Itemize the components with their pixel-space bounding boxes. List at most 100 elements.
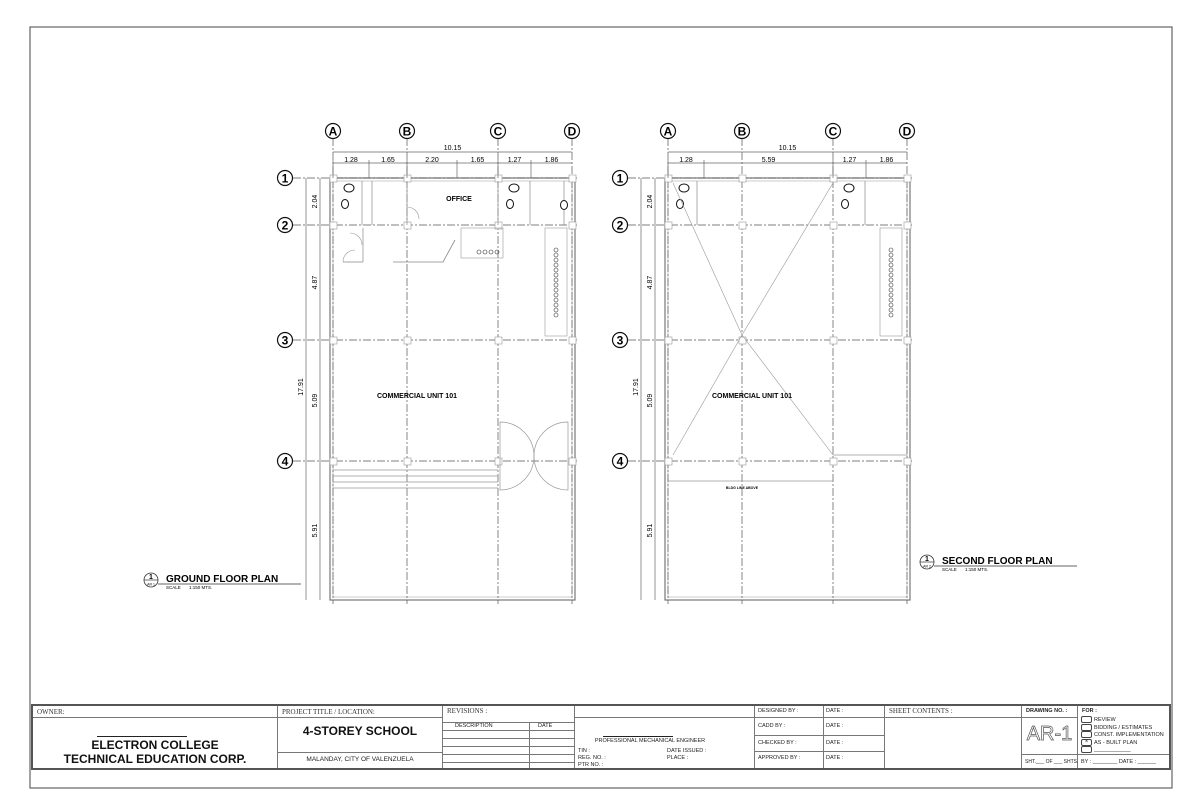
stair-tread-marker [888, 302, 894, 308]
column-marker [494, 336, 503, 345]
grid-bubble-A [659, 122, 677, 140]
stair-tread-marker [888, 307, 894, 313]
exterior-wall [664, 177, 911, 601]
stair-tread-marker [553, 312, 559, 318]
stair-tread-marker [553, 247, 559, 253]
stair-tread-marker [888, 262, 894, 268]
segment-depth-dim: 4.87 [647, 276, 654, 290]
grid-label: C [494, 125, 503, 139]
for-option-label: AS - BUILT PLAN [1094, 739, 1138, 746]
view-sheet-ref: AR 2 [923, 565, 931, 569]
grid-bubble-B [398, 122, 416, 140]
checkbox-icon[interactable] [1081, 731, 1092, 739]
grid-bubble-1 [276, 169, 294, 187]
sheet-contents-label: SHEET CONTENTS : [889, 707, 953, 715]
engineer-title: PROFESSIONAL MECHANICAL ENGINEER [594, 738, 706, 744]
project-location: MALANDAY, CITY OF VALENZUELA [306, 756, 414, 763]
checkbox-icon[interactable] [1081, 746, 1092, 754]
column-marker [568, 336, 577, 345]
designed-date-field: DATE : [826, 708, 844, 714]
stair-tread-marker [888, 252, 894, 258]
stair-tread-marker [888, 297, 894, 303]
stair-tread-marker [888, 267, 894, 273]
stair-tread-marker [553, 287, 559, 293]
segment-depth-dim: 2.04 [312, 195, 319, 209]
for-option[interactable]: ×AS - BUILT PLAN [1081, 738, 1164, 747]
segment-depth-dim: 2.04 [647, 195, 654, 209]
grid-bubble-D [898, 122, 916, 140]
grid-label: 1 [617, 172, 624, 186]
column-marker [829, 174, 838, 183]
segment-depth-dim: 5.91 [312, 524, 319, 538]
stair-tread-marker [888, 257, 894, 263]
segment-width-dim: 1.28 [679, 157, 693, 164]
stair-tread-marker [553, 267, 559, 273]
for-option[interactable]: CONST. IMPLEMENTATION [1081, 731, 1164, 739]
place-field: PLACE : [667, 755, 689, 761]
grid-label: C [829, 125, 838, 139]
revisions-label: REVISIONS : [447, 707, 488, 715]
sheet-of-field: SHT.___ OF ___ SHTS. [1025, 759, 1079, 765]
checked-box-icon[interactable]: × [1081, 738, 1092, 746]
entrance-door-swing [533, 421, 569, 491]
partition-wall [393, 239, 456, 263]
plan-title: SECOND FLOOR PLAN [942, 556, 1053, 567]
stair-outline [879, 227, 903, 337]
segment-width-dim: 1.28 [344, 157, 358, 164]
cadd-by-field: CADD BY : [758, 723, 786, 729]
rev-description-header: DESCRIPTION [455, 723, 493, 729]
column-marker [494, 174, 503, 183]
date-issued-field: DATE ISSUED : [667, 748, 707, 754]
room-label-unit: COMMERCIAL UNIT 101 [377, 393, 457, 400]
for-option[interactable]: ____________ [1081, 746, 1164, 754]
entrance-door-swing [499, 421, 535, 491]
grid-label: 2 [282, 219, 289, 233]
stair-tread-marker [553, 252, 559, 258]
door-swing [349, 232, 363, 246]
stair-tread-marker [476, 249, 482, 255]
title-block: OWNER: ELECTRON COLLEGE TECHNICAL EDUCAT… [31, 704, 1171, 770]
owner-cell: OWNER: ELECTRON COLLEGE TECHNICAL EDUCAT… [33, 706, 278, 768]
grid-bubble-D [563, 122, 581, 140]
segment-depth-dim: 5.09 [647, 394, 654, 408]
column-marker [568, 174, 577, 183]
by-date-field: BY : ________ DATE : ______ [1081, 759, 1157, 765]
checkbox-icon[interactable] [1081, 723, 1092, 731]
cadd-date-field: DATE : [826, 723, 844, 729]
stair-tread-marker [553, 257, 559, 263]
approved-date-field: DATE : [826, 755, 844, 761]
stair-tread-marker [888, 247, 894, 253]
for-option-label: ____________ [1094, 747, 1131, 754]
grid-label: D [903, 125, 912, 139]
grid-bubble-2 [611, 216, 629, 234]
for-option[interactable]: REVIEW [1081, 716, 1164, 724]
sheet-border [29, 26, 1173, 789]
stair-outline [544, 227, 568, 337]
grid-label: B [403, 125, 412, 139]
column-marker [329, 174, 338, 183]
scale-value: 1:150 MTS. [965, 567, 988, 572]
lavatory-icon [841, 199, 849, 209]
stair-tread-marker [553, 297, 559, 303]
grid-bubble-3 [611, 331, 629, 349]
rev-date-header: DATE [538, 723, 553, 729]
for-label: FOR : [1082, 708, 1097, 714]
segment-width-dim: 1.86 [880, 157, 894, 164]
owner-name-line1: ELECTRON COLLEGE [91, 738, 219, 752]
checkbox-icon[interactable] [1081, 716, 1092, 723]
project-label: PROJECT TITLE / LOCATION: [282, 708, 375, 716]
stair-tread-marker [553, 292, 559, 298]
scale-label: SCALE [166, 585, 181, 590]
door-swing [406, 206, 420, 220]
room-label-office: OFFICE [446, 196, 472, 203]
project-title: 4-STOREY SCHOOL [302, 724, 418, 738]
drawing-no-label: DRAWING NO. : [1026, 708, 1068, 714]
for-option[interactable]: BIDDING / ESTIMATES [1081, 723, 1164, 732]
view-sheet-ref: AR 1 [147, 583, 155, 587]
segment-width-dim: 1.65 [471, 157, 485, 164]
column-marker [403, 174, 412, 183]
